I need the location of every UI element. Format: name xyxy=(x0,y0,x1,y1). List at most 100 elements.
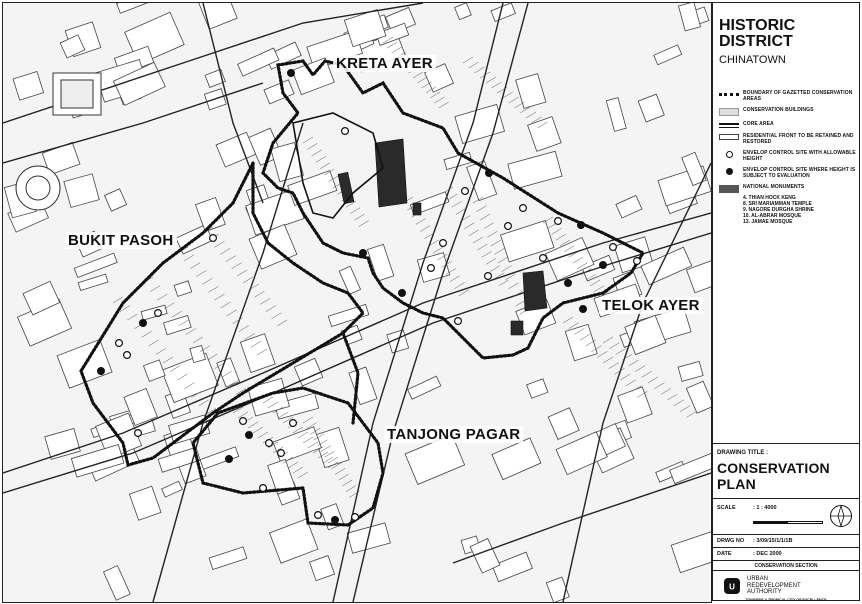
terrace-line xyxy=(214,362,225,369)
control-site-marker xyxy=(632,257,641,266)
control-site-marker xyxy=(239,417,248,426)
terrace-line xyxy=(112,296,124,304)
terrace-line xyxy=(292,426,304,434)
terrace-line xyxy=(237,269,248,277)
building-block xyxy=(293,357,324,387)
control-site-marker xyxy=(245,431,254,440)
terrace-line xyxy=(451,201,462,208)
terrace-line xyxy=(479,71,491,79)
terrace-line xyxy=(272,446,284,454)
terrace-line xyxy=(479,213,491,221)
building-block xyxy=(267,458,296,495)
control-site-marker xyxy=(504,222,513,231)
ura-logo-icon: U xyxy=(724,578,740,594)
control-site-marker xyxy=(265,439,274,448)
terrace-line xyxy=(317,451,329,459)
building-block xyxy=(668,451,711,485)
terrace-line xyxy=(622,353,633,361)
building-block xyxy=(162,315,192,336)
label-kreta-ayer: KRETA AYER xyxy=(333,55,436,72)
terrace-line xyxy=(178,319,189,327)
building-block xyxy=(338,265,362,295)
terrace-line xyxy=(438,101,449,109)
control-site-marker xyxy=(287,68,296,77)
terrace-line xyxy=(232,317,243,324)
building-block xyxy=(404,433,466,485)
terrace-line xyxy=(647,376,659,384)
terrace-line xyxy=(225,255,237,262)
control-site-marker xyxy=(114,339,123,348)
terrace-line xyxy=(585,339,597,347)
scale-bar xyxy=(753,521,823,524)
terrace-line xyxy=(214,293,225,301)
terrace-line xyxy=(568,251,579,258)
circle-filled-icon xyxy=(719,168,739,176)
map-panel: KRETA AYER BUKIT PASOH TELOK AYER TANJON… xyxy=(2,2,712,603)
terrace-line xyxy=(459,215,471,222)
date-value: : DEC 2000 xyxy=(753,551,782,557)
terrace-line xyxy=(282,456,294,464)
control-site-marker xyxy=(518,204,527,213)
building-block xyxy=(173,280,193,297)
core-area-swatch xyxy=(719,123,739,128)
building-block xyxy=(685,380,711,414)
building-block xyxy=(44,427,81,460)
terrace-line xyxy=(581,268,592,275)
terrace-line xyxy=(267,441,279,449)
control-site-marker xyxy=(351,513,360,522)
label-bukit-pasoh: BUKIT PASOH xyxy=(65,232,177,249)
drawing-title-label: DRAWING TITLE : xyxy=(717,450,768,456)
list-item: 10. AL-ABRAR MOSQUE xyxy=(743,213,802,219)
building-block xyxy=(327,303,370,327)
building-block xyxy=(547,407,580,440)
building-block xyxy=(526,378,549,399)
control-site-marker xyxy=(289,419,298,428)
building-block xyxy=(308,555,336,582)
building-block xyxy=(491,437,542,481)
terrace-line xyxy=(494,272,505,279)
terrace-line xyxy=(250,341,262,348)
building-block xyxy=(194,196,226,233)
terrace-line xyxy=(228,379,239,387)
list-item: 9. NAGORE DURGHA SHRINE xyxy=(743,207,814,213)
terrace-line xyxy=(267,401,279,409)
terrace-line xyxy=(141,331,152,338)
terrace-line xyxy=(297,431,309,439)
terrace-line xyxy=(334,468,346,475)
terrace-line xyxy=(449,275,461,282)
terrace-line xyxy=(464,222,475,229)
terrace-line xyxy=(591,345,602,352)
terrace-line xyxy=(487,231,498,238)
building-block xyxy=(555,431,608,476)
ura-block: U URBAN REDEVELOPMENT AUTHORITY TOWARDS … xyxy=(713,570,859,604)
terrace-line xyxy=(198,399,209,407)
terrace-line xyxy=(208,286,219,293)
building-block xyxy=(291,57,335,96)
label-telok-ayer: TELOK AYER xyxy=(599,297,703,314)
terrace-line xyxy=(437,253,448,261)
terrace-line xyxy=(226,309,237,317)
terrace-line xyxy=(312,446,324,454)
building-block xyxy=(544,236,595,282)
terrace-line xyxy=(417,76,428,84)
terrace-line xyxy=(501,265,512,272)
terrace-line xyxy=(421,81,432,89)
terrace-line xyxy=(338,473,349,481)
terrace-line xyxy=(468,229,479,237)
terrace-line xyxy=(428,239,439,247)
terrace-line xyxy=(307,143,318,150)
terrace-line xyxy=(498,279,509,287)
building-block xyxy=(313,426,350,469)
scale-value: : 1 : 4000 xyxy=(753,505,777,511)
terrace-line xyxy=(231,262,242,269)
terrace-line xyxy=(358,220,369,227)
terrace-line xyxy=(472,236,484,244)
terrace-line xyxy=(489,265,501,272)
building-block xyxy=(189,344,206,364)
control-site-marker xyxy=(484,272,493,281)
terrace-line xyxy=(320,445,332,452)
building-block xyxy=(677,360,704,382)
terrace-line xyxy=(214,241,225,248)
building-block xyxy=(637,93,665,123)
terrace-line xyxy=(660,388,672,395)
